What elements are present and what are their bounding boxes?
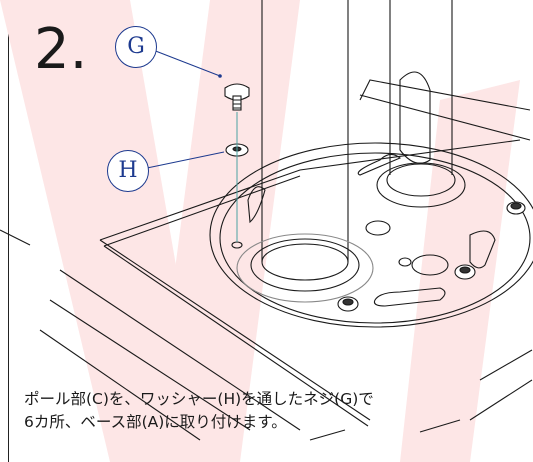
instruction-frame — [8, 0, 533, 462]
instruction-line-2: 6カ所、ベース部(A)に取り付けます。 — [24, 413, 287, 431]
leader-lines — [146, 49, 225, 169]
instruction-line-1: ポール部(C)を、ワッシャー(H)を通したネジ(G)で — [24, 390, 374, 408]
callout-h: H — [107, 150, 149, 192]
instruction-text: ポール部(C)を、ワッシャー(H)を通したネジ(G)で 6カ所、ベース部(A)に… — [24, 388, 524, 434]
step-number: 2. — [34, 17, 88, 82]
leader-dot-g — [218, 74, 222, 78]
line-drawing — [0, 0, 533, 441]
callout-g: G — [115, 26, 157, 68]
